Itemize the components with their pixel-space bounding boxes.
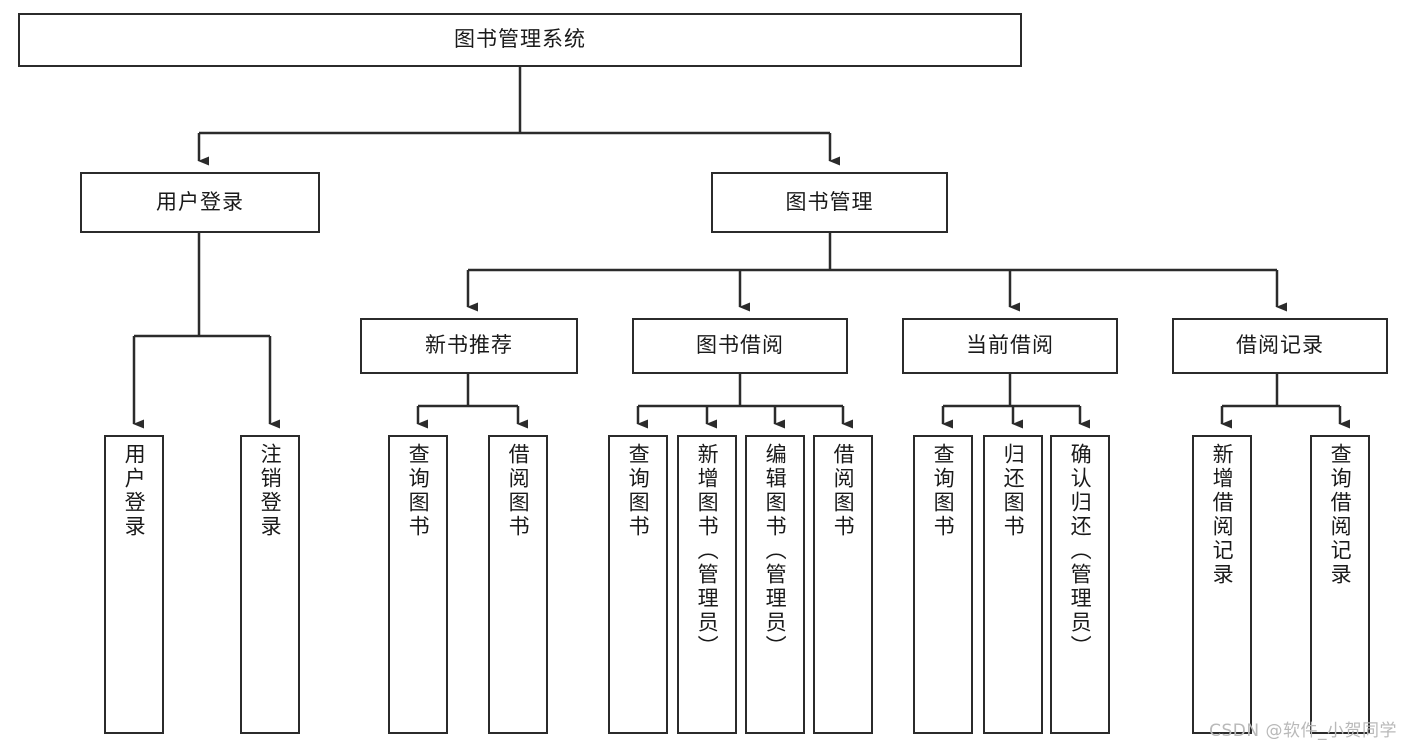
leaf-record-add-record[interactable]: 新增借阅记录: [1192, 435, 1252, 734]
leaf-recommend-query-book[interactable]: 查询图书: [388, 435, 448, 734]
leaf-record-query-record[interactable]: 查询借阅记录: [1310, 435, 1370, 734]
leaf-borrow-edit-book-admin[interactable]: 编辑图书（管理员）: [745, 435, 805, 734]
leaf-borrow-borrow-book[interactable]: 借阅图书: [813, 435, 873, 734]
node-book-management[interactable]: 图书管理: [711, 172, 948, 233]
leaf-current-return-book[interactable]: 归还图书: [983, 435, 1043, 734]
csdn-watermark: CSDN @软件_小贺同学: [1209, 721, 1397, 741]
node-current-borrow[interactable]: 当前借阅: [902, 318, 1118, 374]
leaf-user-login-logout[interactable]: 注销登录: [240, 435, 300, 734]
node-root-system[interactable]: 图书管理系统: [18, 13, 1022, 67]
node-new-book-recommend[interactable]: 新书推荐: [360, 318, 578, 374]
node-book-borrow[interactable]: 图书借阅: [632, 318, 848, 374]
leaf-current-query-book[interactable]: 查询图书: [913, 435, 973, 734]
leaf-current-confirm-return-admin[interactable]: 确认归还（管理员）: [1050, 435, 1110, 734]
node-user-login[interactable]: 用户登录: [80, 172, 320, 233]
node-borrow-record[interactable]: 借阅记录: [1172, 318, 1388, 374]
leaf-recommend-borrow-book[interactable]: 借阅图书: [488, 435, 548, 734]
leaf-user-login-login[interactable]: 用户登录: [104, 435, 164, 734]
leaf-borrow-query-book[interactable]: 查询图书: [608, 435, 668, 734]
leaf-borrow-add-book-admin[interactable]: 新增图书（管理员）: [677, 435, 737, 734]
